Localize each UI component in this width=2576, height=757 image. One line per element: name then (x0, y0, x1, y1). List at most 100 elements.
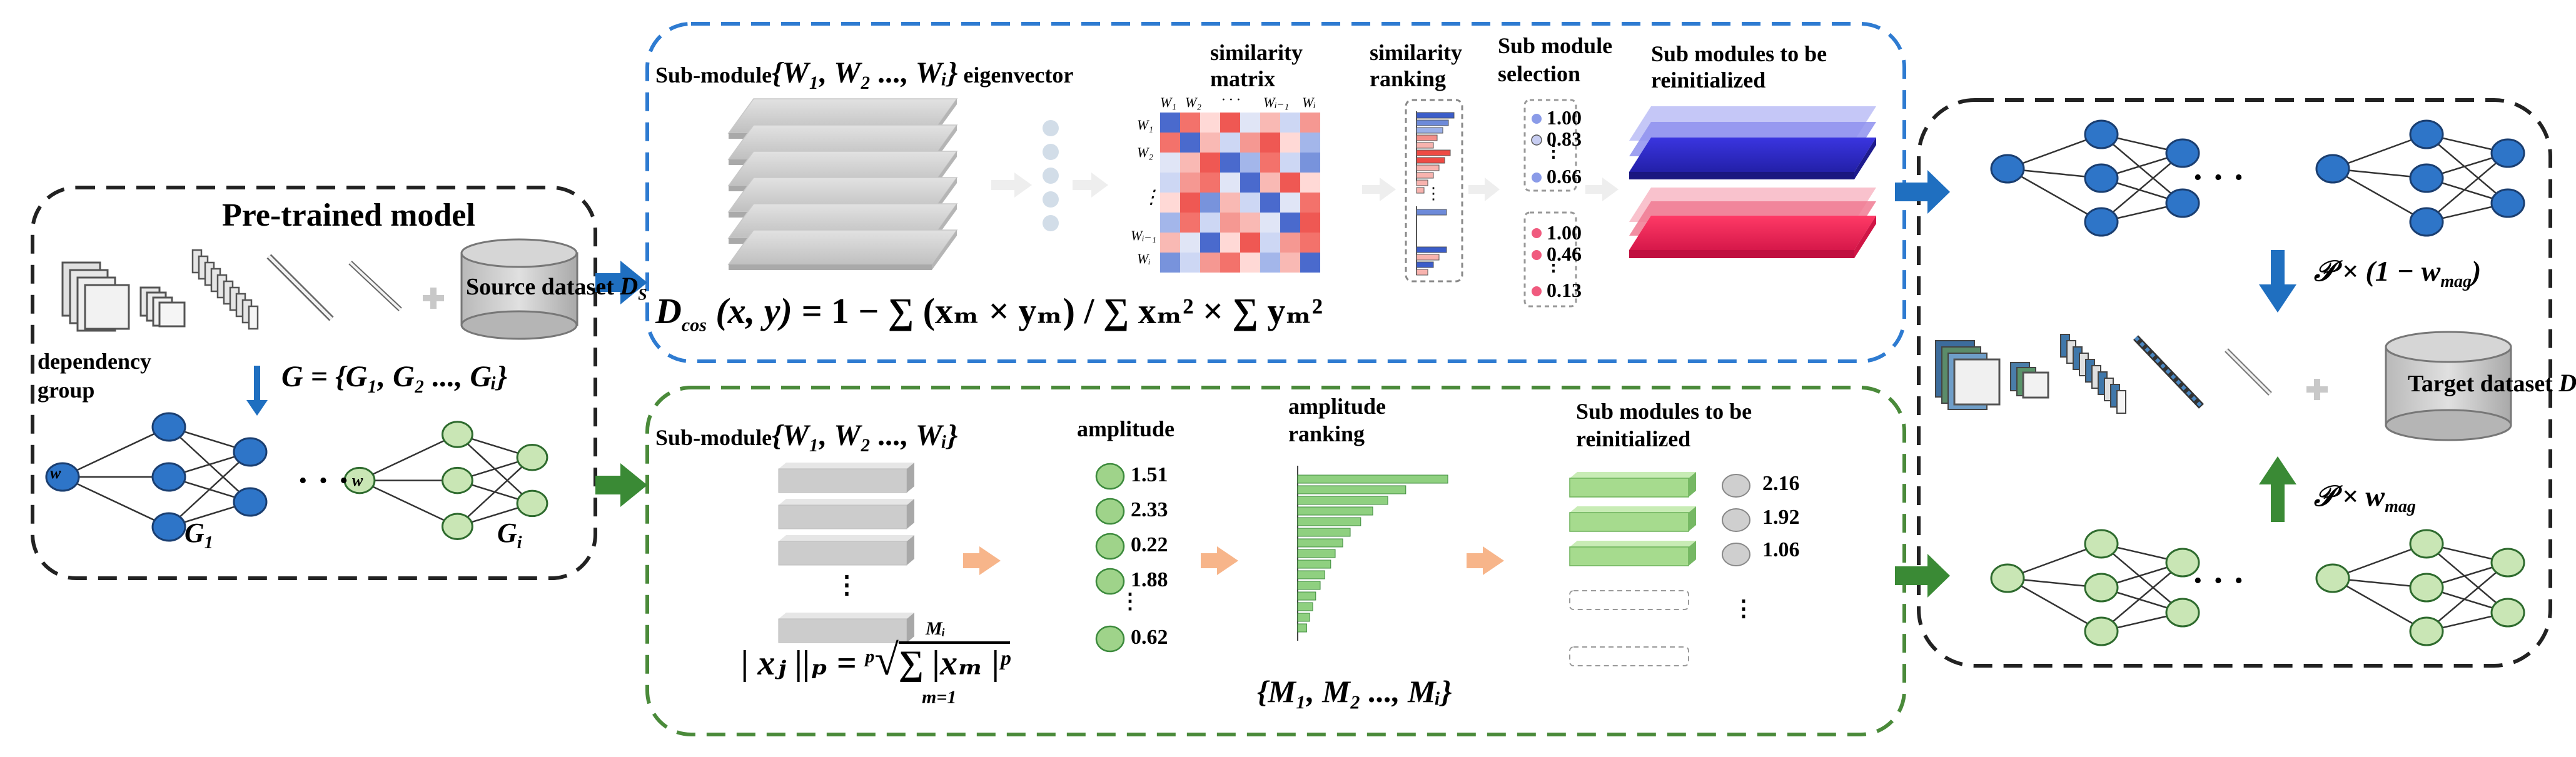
matrix-cell (1240, 153, 1260, 173)
matrix-cell (1220, 113, 1240, 133)
norm-formula: | xⱼ ||ₚ = p√∑ |xₘ |ᵖ (741, 638, 1011, 684)
graph-right-top-2 (2315, 119, 2525, 237)
ranking-bar (1416, 142, 1434, 149)
amp-ranking-bar (1297, 613, 1310, 622)
ranking-bar (1416, 172, 1434, 179)
matrix-row-label-5: Wᵢ (1137, 251, 1151, 266)
graph-node (516, 444, 548, 471)
matrix-cell (1280, 153, 1300, 173)
bottom-submodule-set: {W₁, W₂ ..., Wᵢ} (772, 419, 958, 452)
matrix-cell (1180, 213, 1200, 233)
matrix-cell (1200, 213, 1220, 233)
faded-arrow-2 (1073, 173, 1108, 198)
arrow-right-up (2259, 456, 2296, 522)
orange-arrow-3 (1467, 546, 1504, 575)
block-top (779, 613, 914, 619)
matrix-cell (1260, 253, 1280, 273)
matrix-cell (1200, 253, 1220, 273)
graph-edge (168, 451, 251, 528)
amp-ranking-bar (1297, 602, 1313, 611)
matrix-cell (1260, 213, 1280, 233)
eigenvector-dots (1043, 120, 1059, 231)
matrix-cell (1160, 213, 1180, 233)
graph-g1 (45, 412, 268, 542)
matrix-cell (1260, 113, 1280, 133)
amp-ranking-bar (1297, 570, 1325, 579)
amplitude-value-1: 1.51 (1131, 463, 1168, 486)
ranking-dots: ⋮ (1425, 184, 1442, 203)
top-factor-end: ) (2472, 255, 2482, 287)
reinit-green-blocks (1569, 472, 1750, 666)
left-ellipsis: · · · (297, 461, 350, 500)
graph-node (441, 466, 473, 494)
similarity-matrix-heatmap (1160, 113, 1320, 273)
block-top (779, 463, 914, 469)
matrix-row-label-2: W₂ (1137, 144, 1153, 160)
matrix-cell (1200, 233, 1220, 253)
green-block (1569, 478, 1689, 498)
selection-value-red-3: 0.13 (1547, 279, 1582, 301)
block-side (907, 499, 914, 529)
block-dots: ⋮ (834, 571, 859, 599)
graph-node (2084, 207, 2119, 237)
graph-edge (2101, 153, 2183, 223)
matrix-cell (1180, 193, 1200, 213)
graph-node (151, 512, 186, 542)
dcos-lhs-sub: cos (681, 314, 707, 336)
block-top (779, 499, 914, 505)
matrix-cell (1180, 173, 1200, 193)
similarity-ranking-label-2: ranking (1370, 66, 1447, 91)
matrix-cell (1300, 253, 1320, 273)
matrix-cell (1260, 193, 1280, 213)
dependency-label: dependency (38, 349, 152, 374)
selection-value-blue-2: 0.83 (1547, 128, 1582, 150)
amplitude-circle (1095, 463, 1125, 490)
grey-block (778, 541, 907, 566)
selection-value-blue-1: 1.00 (1547, 106, 1582, 129)
matrix-col-label-2: W₂ (1185, 94, 1201, 110)
graph-gi (343, 421, 548, 540)
matrix-cell (1220, 173, 1240, 193)
graph-edge (2007, 168, 2102, 223)
bottom-reinit-label-2: reinitialized (1576, 426, 1691, 451)
graph-node (2490, 598, 2525, 628)
selection-value-red-1: 1.00 (1547, 221, 1582, 244)
graph-node (2084, 529, 2119, 559)
graph-edge (457, 456, 533, 528)
top-factor-text: 𝒫 × (1 − w (2314, 255, 2441, 287)
source-dataset-text: Source dataset (466, 274, 614, 300)
reinit-grey-circle (1722, 474, 1750, 498)
selection-value-red-2: 0.46 (1547, 243, 1582, 265)
matrix-cell (1300, 133, 1320, 153)
matrix-cell (1220, 153, 1240, 173)
amplitude-circle (1095, 625, 1125, 653)
right-ellipsis-bottom: · · · (2192, 561, 2245, 600)
top-submodule-label: Sub-module{W₁, W₂ ..., Wᵢ} eigenvector (655, 57, 1073, 89)
graph-edge (2101, 562, 2183, 632)
green-block-side (1689, 506, 1696, 531)
plus-icon-right (2306, 379, 2328, 400)
dcos-formula: Dcos (x, y) = 1 − ∑ (xₘ × yₘ) / ∑ xₘ² × … (655, 292, 1323, 336)
right-panel-border (1917, 98, 2552, 668)
target-dataset-text: Target dataset (2408, 371, 2553, 397)
top-reinit-label-1: Sub modules to be (1651, 41, 1827, 66)
graph-node (2084, 573, 2119, 603)
matrix-cell (1160, 253, 1180, 273)
ranking-bar (1416, 187, 1425, 194)
source-dataset-label: Source dataset DS (466, 273, 647, 303)
graph-node (2409, 207, 2444, 237)
matrix-cell (1240, 213, 1260, 233)
matrix-cell (1160, 193, 1180, 213)
green-block-side (1689, 541, 1696, 566)
matrix-cell (1240, 173, 1260, 193)
matrix-cell (1200, 133, 1220, 153)
reinit-layer-stack (1629, 106, 1876, 258)
ranking-bar (1416, 246, 1447, 253)
reinit-dots: ⋮ (1732, 596, 1755, 621)
graph-g1-sub: 1 (204, 533, 213, 553)
amp-ranking-bar (1297, 559, 1331, 569)
amp-ranking-bar (1297, 485, 1407, 494)
graph-edge (2426, 562, 2508, 632)
matrix-cell (1180, 233, 1200, 253)
